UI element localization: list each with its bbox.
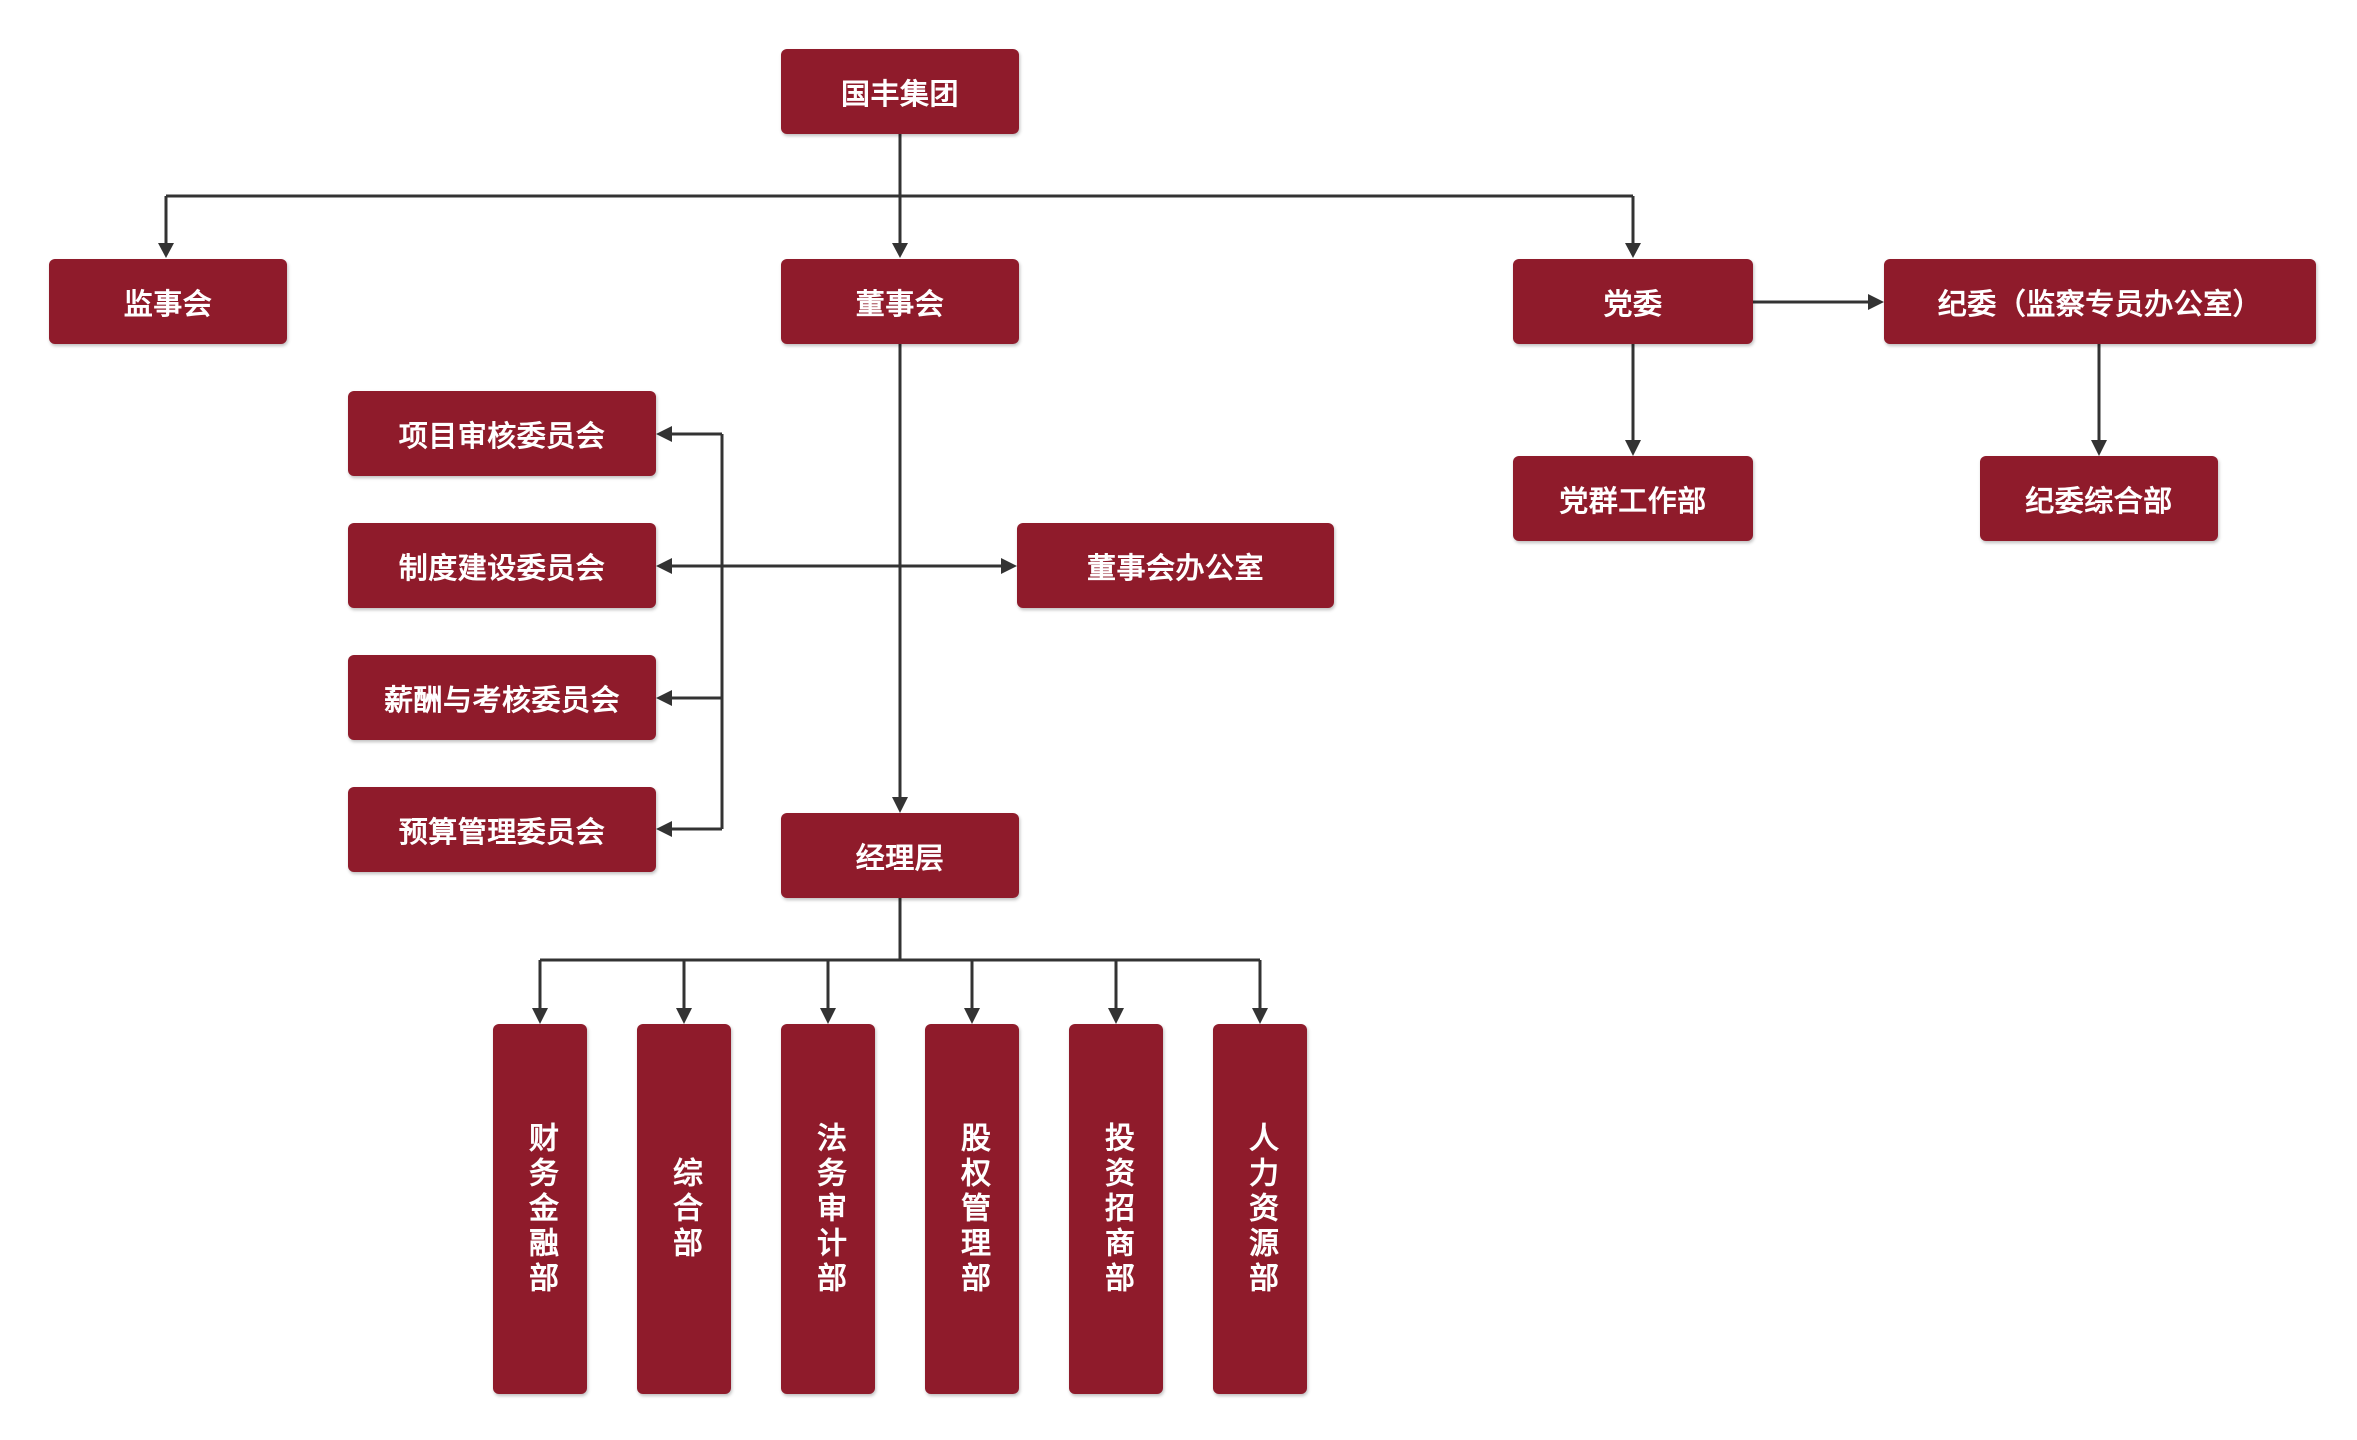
node-project-review-committee[interactable]: 项目审核委员会 xyxy=(348,391,656,476)
node-supervisory-board-label: 监事会 xyxy=(123,286,213,321)
node-compensation-committee-label: 薪酬与考核委员会 xyxy=(383,682,620,717)
node-discipline-committee[interactable]: 纪委（监察专员办公室） xyxy=(1884,259,2316,344)
node-dept-investment[interactable]: 投资招商部 xyxy=(1069,1024,1163,1394)
node-dept-general[interactable]: 综合部 xyxy=(637,1024,731,1394)
node-compensation-committee[interactable]: 薪酬与考核委员会 xyxy=(348,655,656,740)
node-dept-general-label: 综合部 xyxy=(667,1156,702,1262)
node-dept-legal-audit-label: 法务审计部 xyxy=(811,1121,846,1297)
node-budget-committee[interactable]: 预算管理委员会 xyxy=(348,787,656,872)
node-project-review-committee-label: 项目审核委员会 xyxy=(398,418,606,453)
node-party-committee-label: 党委 xyxy=(1603,286,1663,321)
node-management[interactable]: 经理层 xyxy=(781,813,1019,898)
node-group-label: 国丰集团 xyxy=(840,76,959,111)
node-group[interactable]: 国丰集团 xyxy=(781,49,1019,134)
node-dept-hr[interactable]: 人力资源部 xyxy=(1213,1024,1307,1394)
node-supervisory-board[interactable]: 监事会 xyxy=(49,259,287,344)
node-board-office[interactable]: 董事会办公室 xyxy=(1017,523,1334,608)
node-discipline-general-dept-label: 纪委综合部 xyxy=(2025,483,2173,518)
node-dept-hr-label: 人力资源部 xyxy=(1243,1121,1278,1297)
node-party-work-dept[interactable]: 党群工作部 xyxy=(1513,456,1753,541)
node-board-office-label: 董事会办公室 xyxy=(1086,550,1264,585)
node-budget-committee-label: 预算管理委员会 xyxy=(398,814,606,849)
node-board[interactable]: 董事会 xyxy=(781,259,1019,344)
node-dept-equity-label: 股权管理部 xyxy=(955,1121,990,1297)
node-party-work-dept-label: 党群工作部 xyxy=(1559,483,1707,518)
node-dept-investment-label: 投资招商部 xyxy=(1099,1121,1134,1297)
node-dept-finance[interactable]: 财务金融部 xyxy=(493,1024,587,1394)
node-system-building-committee[interactable]: 制度建设委员会 xyxy=(348,523,656,608)
node-system-building-committee-label: 制度建设委员会 xyxy=(398,550,606,585)
node-party-committee[interactable]: 党委 xyxy=(1513,259,1753,344)
node-discipline-committee-label: 纪委（监察专员办公室） xyxy=(1937,286,2263,321)
node-discipline-general-dept[interactable]: 纪委综合部 xyxy=(1980,456,2218,541)
node-dept-finance-label: 财务金融部 xyxy=(523,1121,558,1297)
node-dept-equity[interactable]: 股权管理部 xyxy=(925,1024,1019,1394)
node-management-label: 经理层 xyxy=(855,840,945,875)
node-board-label: 董事会 xyxy=(855,286,945,321)
node-dept-legal-audit[interactable]: 法务审计部 xyxy=(781,1024,875,1394)
